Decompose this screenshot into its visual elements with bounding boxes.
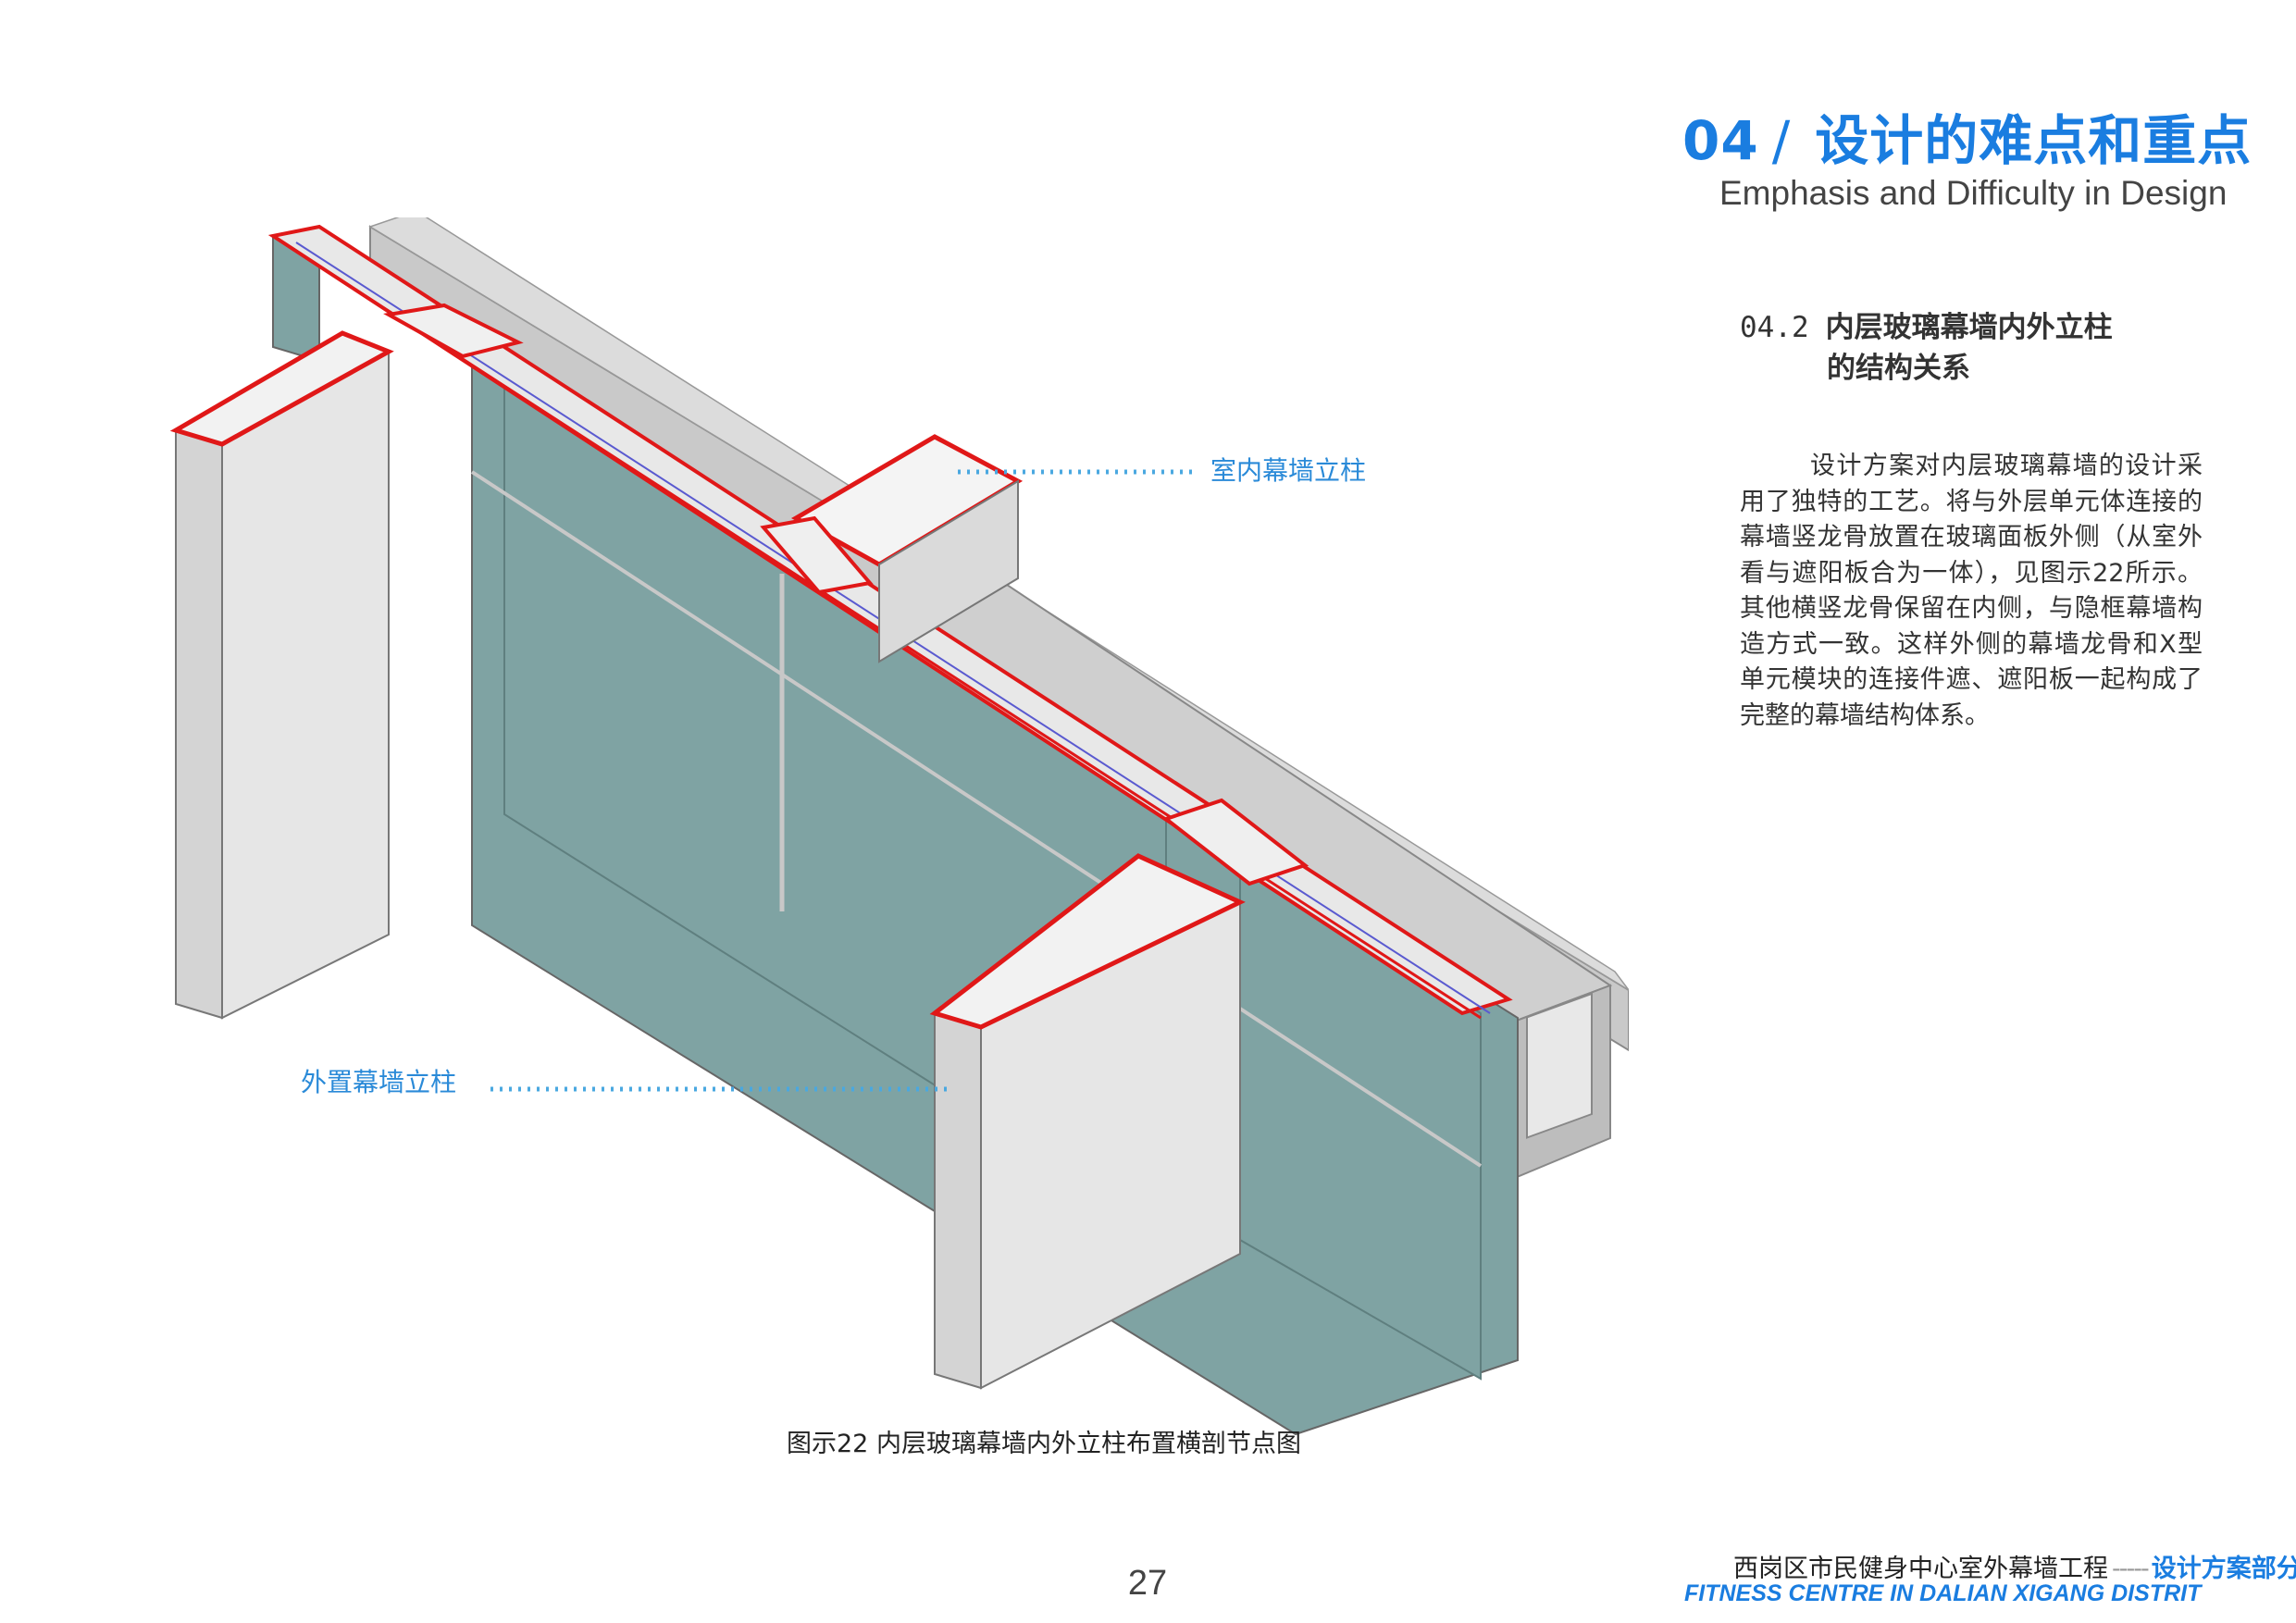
body-paragraph: 设计方案对内层玻璃幕墙的设计采用了独特的工艺。将与外层单元体连接的幕墙竖龙骨放置…: [1740, 452, 2203, 730]
figure-caption: 图示22 内层玻璃幕墙内外立柱布置横剖节点图: [787, 1430, 1301, 1458]
footer-project-en: FITNESS CENTRE IN DALIAN XIGANG DISTRIT: [1684, 1580, 2202, 1606]
title-cn: 设计的难点和重点: [1815, 109, 2253, 172]
outer-mullion-left-top: [169, 330, 394, 447]
footer-dash: -----: [2112, 1555, 2150, 1583]
footer-project-name: 西岗区市民健身中心室外幕墙工程: [1733, 1555, 2108, 1583]
outer-mullion-left-front: [175, 428, 223, 1020]
connector-mid: [760, 515, 874, 595]
connector-top-left: [383, 303, 524, 359]
section-title: 04/ 设计的难点和重点: [1682, 97, 2251, 172]
title-en: Emphasis and Difficulty in Design: [1719, 174, 2228, 212]
callout-outer-mullion: 外置幕墙立柱: [301, 1067, 457, 1097]
transom-line-1: [470, 470, 1168, 927]
page-number: 27: [1127, 1564, 1168, 1603]
title-slash: /: [1771, 109, 1792, 172]
subsection-title-line2: 的结构关系: [1827, 352, 1970, 385]
subsection-heading: 04.2 内层玻璃幕墙内外立柱 的结构关系: [1740, 307, 2203, 389]
footer-project-cn: 西岗区市民健身中心室外幕墙工程-----设计方案部分: [1733, 1548, 2296, 1584]
transom-line-2: [1238, 1007, 1483, 1168]
outer-mullion-right-top: [929, 853, 1246, 1030]
curtain-wall-isometric-drawing: [169, 217, 1629, 1436]
inner-mullion-box-side: [878, 479, 1019, 663]
subsection-number: 04.2: [1740, 311, 1809, 344]
lower-box-opening: [1526, 992, 1593, 1139]
section-number: 04: [1682, 109, 1759, 172]
connector-bottom: [1161, 798, 1309, 886]
outer-mullion-left-side: [221, 350, 390, 1020]
subsection-title-line1: 内层玻璃幕墙内外立柱: [1825, 311, 2113, 344]
outer-mullion-right-front: [934, 1011, 982, 1390]
callout-inner-mullion: 室内幕墙立柱: [1210, 455, 1367, 486]
footer-part-tag: 设计方案部分: [2151, 1555, 2296, 1583]
